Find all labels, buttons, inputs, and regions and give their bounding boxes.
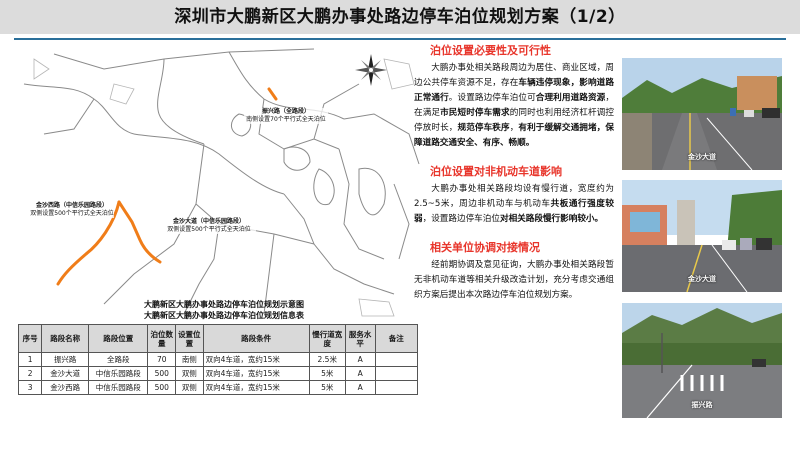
callout-zhenxing-road: 振兴路（全路段） 南侧设置70个平行式全天泊位 bbox=[244, 108, 328, 124]
table-cell: 5米 bbox=[308, 366, 346, 381]
table-cell: 全路段 bbox=[88, 352, 149, 367]
emphasis-text: 市民短时停车需求 bbox=[440, 108, 510, 118]
col-header: 备注 bbox=[374, 324, 418, 353]
col-header: 路段名称 bbox=[41, 324, 90, 353]
route-jinsha-avenue bbox=[117, 200, 162, 264]
table-row: 3 金沙西路 中信乐园路段 500 双侧 双向4车道，宽约15米 5米 A bbox=[17, 380, 418, 395]
title-bar: 深圳市大鹏新区大鹏办事处路边停车泊位规划方案（1/2） bbox=[0, 0, 800, 34]
table-cell: 金沙西路 bbox=[41, 380, 90, 395]
table-cell: 中信乐园路段 bbox=[88, 366, 149, 381]
emphasis-text: 合理利用道路资源 bbox=[535, 93, 606, 103]
parking-info-table: 序号 路段名称 路段位置 泊位数量 设置位置 路段条件 慢行道宽度 服务水平 备… bbox=[17, 324, 418, 395]
table-cell: A bbox=[344, 352, 376, 367]
street-photo: 金沙大道 bbox=[622, 180, 782, 292]
callout-title: 金沙西路（中信乐园路段） bbox=[35, 202, 108, 209]
table-cell: 500 bbox=[147, 366, 177, 381]
photo-caption: 金沙大道 bbox=[688, 153, 716, 161]
col-header: 服务水平 bbox=[344, 324, 376, 353]
route-zhenxing-road bbox=[267, 87, 278, 101]
emphasis-text: 有利于缓解交通拥堵，保障道路交通安全、有序、畅顺。 bbox=[414, 123, 614, 148]
body-text: 的同时也利用经济杠杆调控停放时长， bbox=[414, 108, 614, 133]
body-text: ， bbox=[509, 123, 519, 133]
body-text: 大鹏办事处相关路段均设有慢行道，宽度约为2.5~5米，周边非机动车与机动车 bbox=[414, 184, 614, 209]
route-jinsha-west-road bbox=[56, 200, 121, 286]
table-cell: 双侧 bbox=[175, 380, 204, 395]
emphasis-text: 对相关路段慢行影响较小。 bbox=[499, 214, 604, 224]
section-impact: 泊位设置对非机动车道影响 大鹏办事处相关路段均设有慢行道，宽度约为2.5~5米，… bbox=[414, 163, 614, 227]
planned-routes bbox=[56, 87, 278, 286]
section-heading: 泊位设置对非机动车道影响 bbox=[430, 165, 562, 178]
table-row: 1 振兴路 全路段 70 南侧 双向4车道，宽约15米 2.5米 A bbox=[17, 352, 418, 367]
callout-jinsha-avenue: 金沙大道（中信乐园路段） 双侧设置500个平行式全天泊位 bbox=[162, 218, 256, 234]
emphasis-text: 共板通行强度较弱 bbox=[414, 199, 614, 224]
map-caption: 大鹏新区大鹏办事处路边停车泊位规划示意图 bbox=[144, 300, 304, 309]
callout-title: 振兴路（全路段） bbox=[261, 108, 310, 115]
table-header-row: 序号 路段名称 路段位置 泊位数量 设置位置 路段条件 慢行道宽度 服务水平 备… bbox=[17, 324, 418, 353]
callout-detail: 南侧设置70个平行式全天泊位 bbox=[246, 116, 326, 123]
col-header: 路段位置 bbox=[88, 324, 149, 353]
table-cell: 双侧 bbox=[175, 366, 204, 381]
photo-caption: 金沙大道 bbox=[688, 275, 716, 283]
body-text: ，在满足 bbox=[414, 93, 614, 118]
table-cell: 中信乐园路段 bbox=[88, 380, 149, 395]
col-header: 泊位数量 bbox=[147, 324, 177, 353]
col-header: 慢行道宽度 bbox=[308, 324, 346, 353]
section-heading: 泊位设置必要性及可行性 bbox=[430, 44, 551, 57]
table-cell bbox=[374, 380, 418, 395]
table-cell: 500 bbox=[147, 380, 177, 395]
callout-title: 金沙大道（中信乐园路段） bbox=[172, 218, 245, 225]
callout-detail: 双侧设置500个平行式全天泊位 bbox=[30, 210, 114, 217]
table-cell: 2 bbox=[17, 366, 43, 381]
page-title: 深圳市大鹏新区大鹏办事处路边停车泊位规划方案（1/2） bbox=[174, 7, 626, 27]
emphasis-text: 规范停车秩序 bbox=[457, 123, 510, 133]
explanation-panel: 泊位设置必要性及可行性 大鹏办事处相关路段周边为居住、商业区域，周边公共停车资源… bbox=[414, 42, 614, 303]
photo-caption: 振兴路 bbox=[691, 401, 713, 409]
table-cell: 双向4车道，宽约15米 bbox=[202, 352, 310, 367]
section-body: 大鹏办事处相关路段周边为居住、商业区域，周边公共停车资源不足，存在车辆违停现象，… bbox=[414, 61, 614, 151]
section-coordination: 相关单位协调对接情况 经前期协调及意见征询，大鹏办事处相关路段暂无非机动车道等相… bbox=[414, 239, 614, 303]
street-photo: 金沙大道 bbox=[622, 58, 782, 170]
section-heading: 相关单位协调对接情况 bbox=[430, 241, 540, 254]
body-text: 大鹏办事处相关路段周边为居住、商业区域，周边公共停车资源不足，存在 bbox=[414, 63, 614, 88]
col-header: 设置位置 bbox=[175, 324, 204, 353]
street-photo: 振兴路 bbox=[622, 303, 782, 418]
body-text: 。设置路边停车泊位可 bbox=[448, 93, 536, 103]
compass-icon bbox=[355, 54, 387, 86]
table-cell: A bbox=[344, 366, 376, 381]
table-caption: 大鹏新区大鹏办事处路边停车泊位规划信息表 bbox=[144, 311, 304, 320]
table-row: 2 金沙大道 中信乐园路段 500 双侧 双向4车道，宽约15米 5米 A bbox=[17, 366, 418, 381]
table-cell: 南侧 bbox=[175, 352, 204, 367]
section-necessity: 泊位设置必要性及可行性 大鹏办事处相关路段周边为居住、商业区域，周边公共停车资源… bbox=[414, 42, 614, 151]
section-body: 经前期协调及意见征询，大鹏办事处相关路段暂无非机动车道等相关升级改造计划，充分考… bbox=[414, 258, 614, 303]
title-divider bbox=[14, 38, 786, 40]
col-header: 序号 bbox=[17, 324, 43, 353]
emphasis-text: 车辆违停现象，影响道路正常通行 bbox=[414, 78, 614, 103]
callout-jinsha-west-road: 金沙西路（中信乐园路段） 双侧设置500个平行式全天泊位 bbox=[30, 202, 114, 218]
table-cell: 2.5米 bbox=[308, 352, 346, 367]
section-body: 大鹏办事处相关路段均设有慢行道，宽度约为2.5~5米，周边非机动车与机动车共板通… bbox=[414, 182, 614, 227]
table-cell bbox=[374, 352, 418, 367]
table-cell: 5米 bbox=[308, 380, 346, 395]
table-cell: 金沙大道 bbox=[41, 366, 90, 381]
route-map bbox=[23, 48, 420, 317]
table-cell: 双向4车道，宽约15米 bbox=[202, 380, 310, 395]
table-cell: 双向4车道，宽约15米 bbox=[202, 366, 310, 381]
table-cell: 70 bbox=[147, 352, 177, 367]
callout-detail: 双侧设置500个平行式全天泊位 bbox=[167, 226, 251, 233]
table-cell: A bbox=[344, 380, 376, 395]
table-cell: 3 bbox=[17, 380, 43, 395]
table-cell bbox=[374, 366, 418, 381]
col-header: 路段条件 bbox=[202, 324, 310, 353]
table-cell: 1 bbox=[17, 352, 43, 367]
body-text: ，设置路边停车泊位 bbox=[422, 214, 500, 224]
body-text: 经前期协调及意见征询，大鹏办事处相关路段暂无非机动车道等相关升级改造计划，充分考… bbox=[414, 260, 614, 300]
table-cell: 振兴路 bbox=[41, 352, 90, 367]
